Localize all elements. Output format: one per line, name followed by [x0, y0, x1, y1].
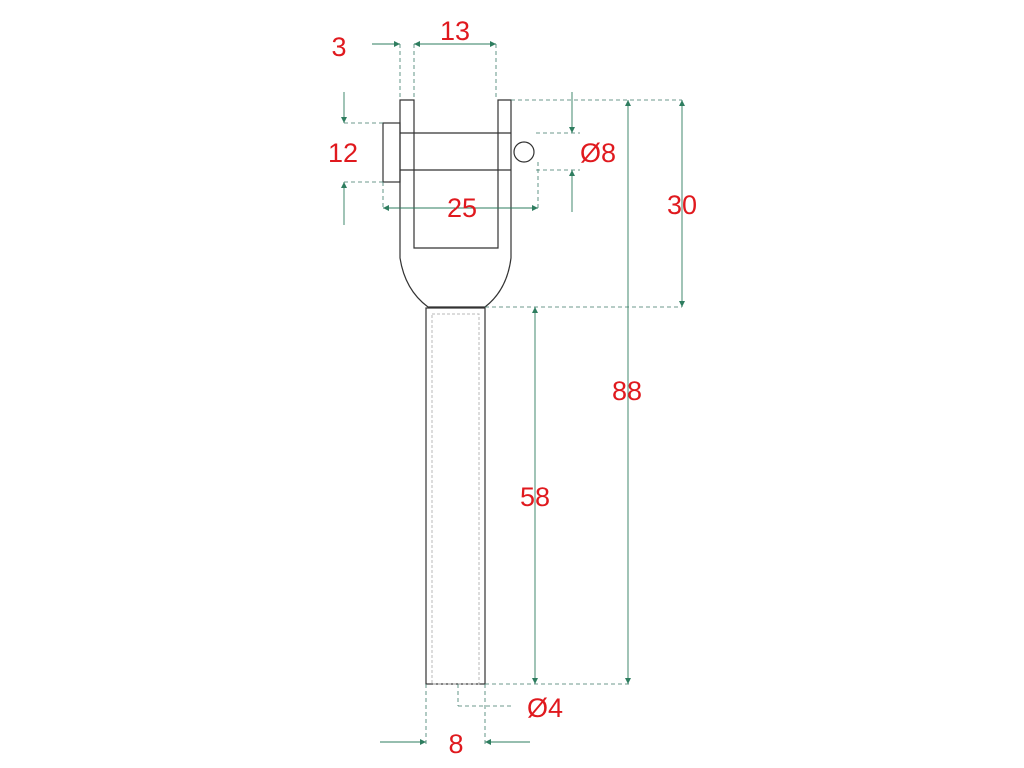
dim-label-clevis-wall: 3 [331, 32, 346, 62]
dim-label-pin-height: 12 [328, 138, 358, 168]
clevis-pin [382, 122, 535, 183]
dim-label-clevis-gap: 13 [440, 16, 470, 46]
dim-label-overall-length: 88 [612, 376, 642, 406]
shank-outline [425, 307, 486, 685]
dim-label-pin-diameter: Ø8 [580, 138, 616, 168]
dimension-lines [341, 41, 685, 745]
fork-terminal-part [382, 99, 535, 685]
dimension-labels: 13 3 12 Ø8 25 30 88 58 Ø4 8 [328, 16, 697, 759]
dim-label-shank-diameter: 8 [448, 729, 463, 759]
bore-hidden-lines [431, 313, 480, 685]
dim-label-fork-height: 30 [667, 190, 697, 220]
dim-label-shank-length: 58 [520, 482, 550, 512]
pin-hole-circle [513, 141, 535, 163]
fork-body-outline [399, 99, 512, 308]
dim-label-bore-diameter: Ø4 [527, 693, 563, 723]
dim-label-pin-length: 25 [447, 193, 477, 223]
pin-head [382, 122, 401, 183]
